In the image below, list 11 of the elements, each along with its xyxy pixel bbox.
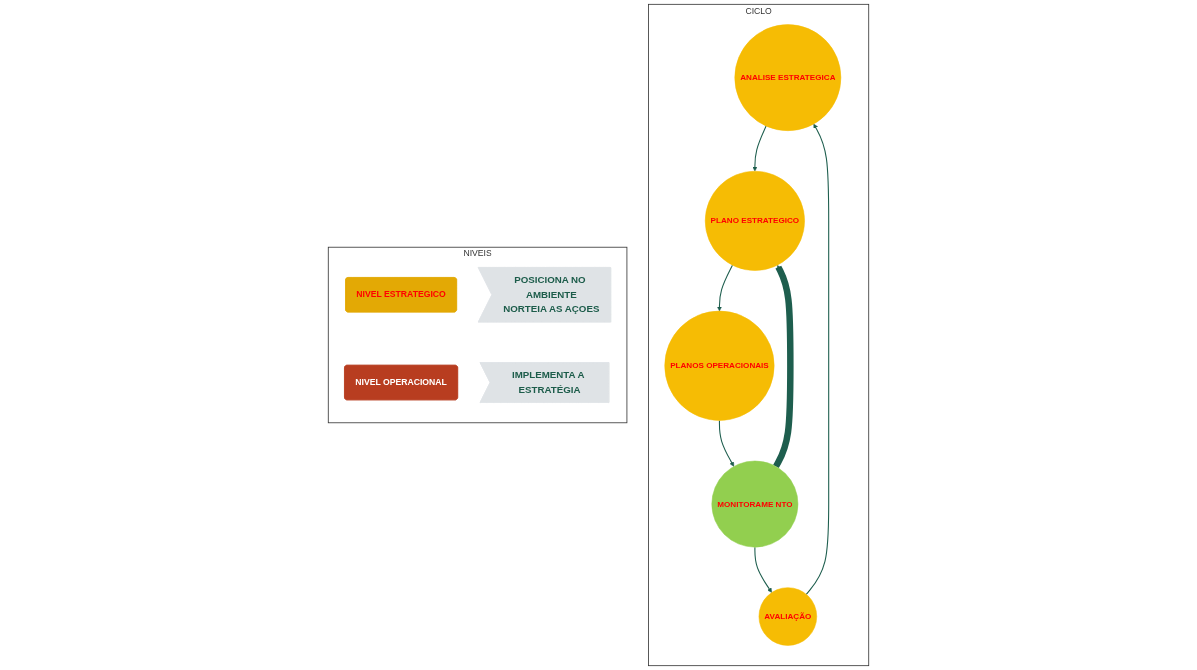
node-circle: PLANOS OPERACIONAIS bbox=[664, 310, 775, 421]
arrow bbox=[752, 125, 767, 172]
arrow bbox=[805, 123, 830, 595]
node-circle: ANALISE ESTRATEGICA bbox=[734, 24, 842, 131]
node-circle: PLANO ESTRATEGICO bbox=[704, 170, 805, 271]
arrow bbox=[718, 419, 735, 467]
arrow bbox=[773, 264, 794, 469]
node-circle: AVALIAÇÃO bbox=[758, 587, 817, 646]
node-circle: MONITORAME NTO bbox=[711, 460, 799, 548]
arrow bbox=[717, 264, 733, 312]
arrow bbox=[754, 546, 772, 593]
